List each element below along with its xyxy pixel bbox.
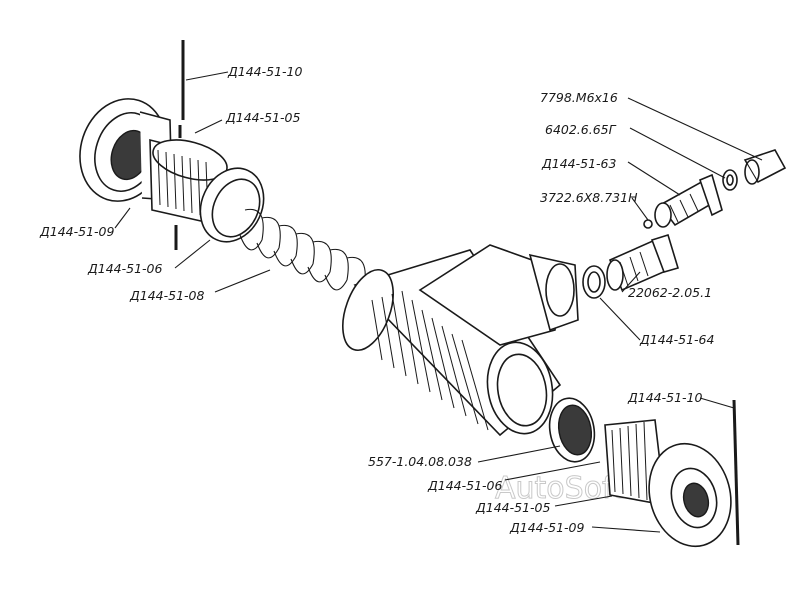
label-d144-51-63: Д144-51-63 <box>541 156 617 171</box>
spring <box>239 208 366 291</box>
ring-right <box>548 397 596 463</box>
label-22062-2-05-1: 22062-2.05.1 <box>628 285 712 300</box>
sleeve-left <box>149 138 233 230</box>
label-6402-6-65g: 6402.6.65Г <box>545 122 617 137</box>
label-d144-51-06-left: Д144-51-06 <box>87 261 163 276</box>
cap-right <box>648 442 732 548</box>
label-d144-51-10-top: Д144-51-10 <box>227 64 303 79</box>
ring-left <box>199 167 265 243</box>
label-3722-ball: 3722.6Х8.731Н <box>540 190 638 205</box>
label-d144-51-06-right: Д144-51-06 <box>427 478 503 493</box>
pin-top-left <box>174 40 185 250</box>
label-d144-51-64: Д144-51-64 <box>639 332 715 347</box>
label-d144-51-05-left: Д144-51-05 <box>225 110 301 125</box>
leader-lines <box>114 71 763 533</box>
fitting-d144-51-63 <box>654 173 723 228</box>
ball-3722 <box>643 219 653 229</box>
label-d144-51-10-right: Д144-51-10 <box>627 390 703 405</box>
label-d144-51-09-right: Д144-51-09 <box>509 520 585 535</box>
bolt <box>743 149 787 185</box>
label-d144-51-09-left: Д144-51-09 <box>39 224 115 239</box>
washer-6402 <box>722 169 738 191</box>
fitting-22062 <box>606 233 680 292</box>
seal-ring-d144-51-64 <box>582 265 606 299</box>
watermark: AutoSoft <box>495 471 624 506</box>
label-7798-m6x16: 7798.М6x16 <box>540 90 618 105</box>
label-557-body: 557-1.04.08.038 <box>368 454 472 469</box>
valve-body <box>342 244 579 437</box>
label-d144-51-08: Д144-51-08 <box>129 288 205 303</box>
label-d144-51-05-right: Д144-51-05 <box>475 500 551 515</box>
pin-right <box>732 399 740 546</box>
